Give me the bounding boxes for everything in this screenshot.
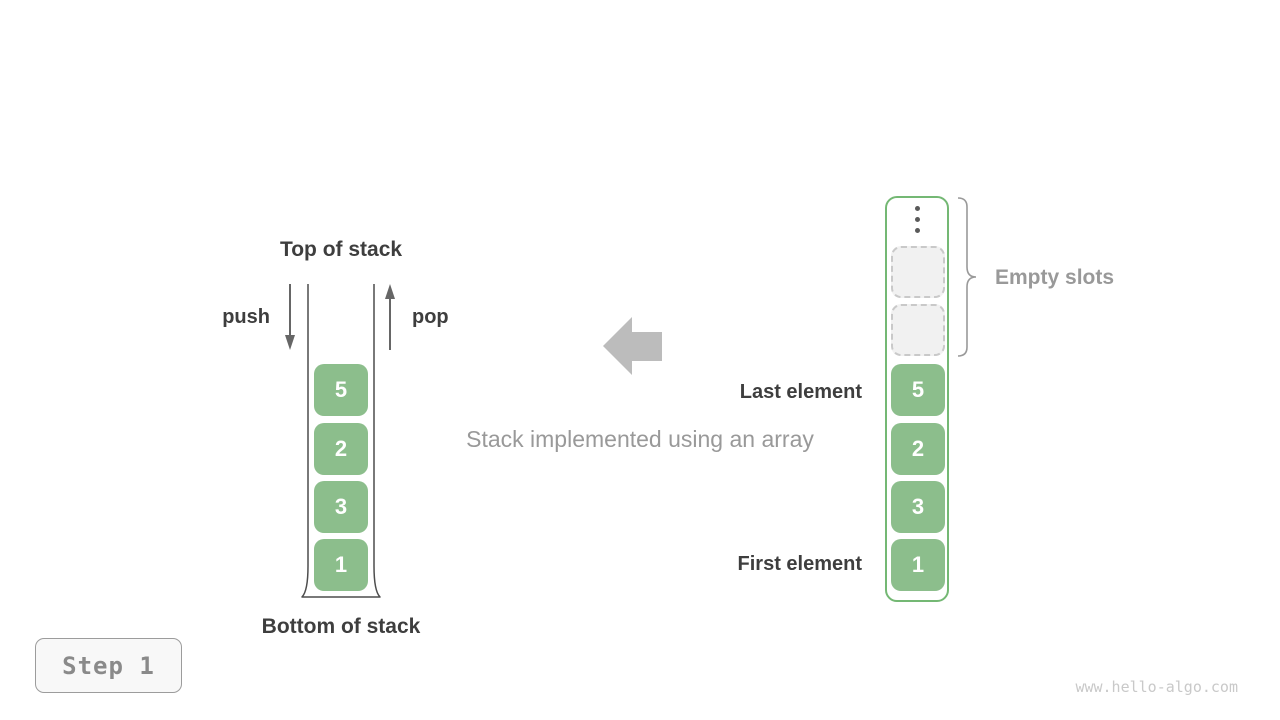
diagram-caption: Stack implemented using an array [466, 426, 814, 452]
last-element-label: Last element [739, 381, 862, 403]
stack-container [301, 284, 381, 598]
stack-cell: 5 [314, 364, 368, 416]
watermark: www.hello-algo.com [1075, 678, 1238, 696]
array-empty-slot [891, 304, 945, 356]
array-cell: 2 [891, 423, 945, 475]
pop-label: pop [412, 306, 449, 328]
first-element-label: First element [737, 553, 862, 575]
ellipsis-dot [915, 206, 920, 211]
ellipsis-dot [915, 228, 920, 233]
stack-cell: 2 [314, 423, 368, 475]
stack-cell: 3 [314, 481, 368, 533]
step-badge: Step 1 [35, 638, 182, 693]
stack-cell: 1 [314, 539, 368, 591]
transform-arrow-icon [603, 317, 662, 375]
array-cell: 1 [891, 539, 945, 591]
push-label: push [222, 306, 270, 328]
array-cell: 3 [891, 481, 945, 533]
push-arrow-icon [285, 284, 295, 350]
ellipsis-icon [915, 206, 921, 233]
stack-top-label: Top of stack [279, 238, 403, 261]
pop-arrow-icon [385, 284, 395, 350]
brace-icon [957, 197, 977, 357]
ellipsis-dot [915, 217, 920, 222]
array-empty-slot [891, 246, 945, 298]
array-cell: 5 [891, 364, 945, 416]
stack-bottom-label: Bottom of stack [261, 615, 421, 638]
empty-slots-label: Empty slots [995, 266, 1115, 289]
